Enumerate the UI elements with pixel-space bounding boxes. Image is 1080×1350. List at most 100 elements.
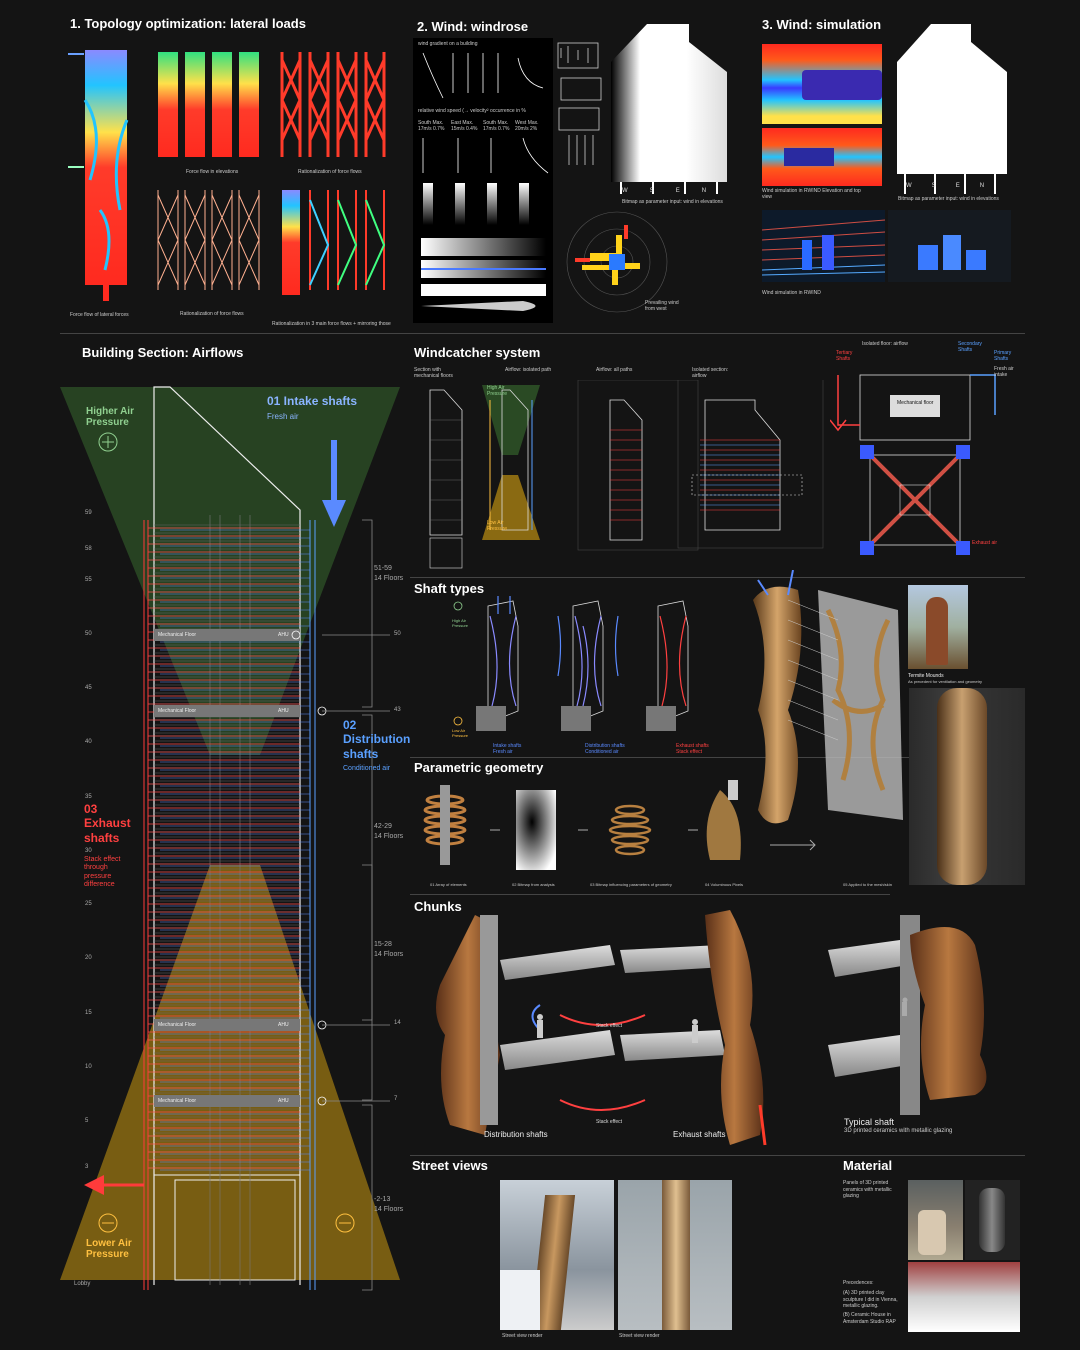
bitmap-tower — [611, 24, 727, 194]
chunks-typical-title: Typical shaft — [844, 1117, 895, 1127]
wc-primary: Primary Shafts — [994, 350, 1012, 362]
wc-tertiary: Tertiary Shafts — [836, 350, 853, 362]
street-render-2 — [618, 1180, 732, 1330]
ahu-label: AHU — [278, 708, 289, 714]
shaft-types-diagram — [453, 596, 689, 731]
mech-floor-label: Mechanical Floor — [158, 1098, 197, 1104]
divider — [410, 577, 1025, 578]
st-exh-sub: Stack effect — [676, 749, 703, 755]
floor-number: 50 — [85, 631, 92, 637]
topology-caption-2: Force flow in elevations — [186, 169, 239, 175]
low-pressure-zone — [60, 865, 400, 1280]
floor-number: 30 — [85, 848, 92, 854]
windrose-stat-south2: South Max. 17m/s 0.7% — [483, 120, 510, 132]
mech-floor-label: Mechanical Floor — [158, 1022, 197, 1028]
heading-street: Street views — [412, 1158, 488, 1173]
red-towers-row1 — [280, 52, 386, 157]
wc-high-label: High Air Pressure — [487, 385, 508, 397]
heading-simulation: 3. Wind: simulation — [762, 17, 882, 32]
plus-icon — [453, 601, 463, 611]
st-low: Low Air Pressure — [452, 728, 469, 738]
floor-number: 59 — [85, 510, 92, 516]
topology-caption-3: Rationalization of force flows — [298, 169, 362, 175]
windcatcher-caption-5: Isolated floor: airflow — [862, 341, 908, 347]
arrow-icon — [830, 419, 847, 432]
heading-topology: 1. Topology optimization: lateral loads — [70, 16, 306, 31]
simulation-caption-2: Bitmap as parameter input: wind in eleva… — [898, 196, 999, 202]
street-caption-2: Street view render — [619, 1333, 660, 1339]
heading-chunks: Chunks — [414, 899, 462, 914]
termite-label: Termite Mounds — [908, 673, 944, 679]
ahu-label: AHU — [278, 632, 289, 638]
exhaust-sub: Stack effect through pressure difference — [84, 856, 121, 889]
st-exh: Exhaust shafts — [676, 743, 709, 749]
topology-caption-4: Rationalization of force flows — [180, 311, 244, 317]
isolated-floor-plan — [830, 374, 996, 555]
divider — [410, 1155, 1025, 1156]
param-step-5: 05 Applied to the mesh/skin — [843, 882, 892, 887]
windrose-stat-west: West Max. 20m/s 2% — [515, 120, 539, 132]
heading-material: Material — [843, 1158, 893, 1173]
main-flows-row2 — [309, 190, 386, 290]
thin-towers-row2 — [157, 190, 260, 290]
windrose-charts: wind gradient on a building relative win… — [413, 38, 553, 323]
chunks-render — [436, 910, 987, 1146]
windrose-text-1: wind gradient on a building — [418, 41, 478, 47]
topology-caption-1: Force flow of lateral forces — [70, 312, 129, 318]
windrose-chart — [566, 211, 668, 313]
mechanical-floors — [154, 629, 300, 1107]
heading-windrose: 2. Wind: windrose — [417, 19, 529, 34]
st-high: High Air Pressure — [452, 618, 469, 628]
st-dist-sub: Conditioned air — [585, 749, 619, 755]
distribution-sub: Conditioned air — [343, 765, 391, 772]
shaft-render — [753, 570, 903, 824]
windrose-elev-labels: WSEN — [622, 188, 729, 194]
heading-shaft-types: Shaft types — [414, 581, 485, 596]
divider — [410, 894, 890, 895]
chunks-stack-1: Stack effect — [596, 1023, 623, 1029]
chunks-exh-label: Exhaust shafts — [673, 1130, 726, 1139]
windrose-bitmap-caption: Bitmap as parameter input: wind in eleva… — [622, 199, 723, 205]
simulation-elev-labels: WSEN — [906, 183, 1005, 189]
simulation-top — [762, 128, 882, 186]
material-a: (A) 3D printed clay sculpture I did in V… — [843, 1290, 898, 1309]
windrose-stat-east: East Max. 15m/s 0.4% — [451, 120, 478, 132]
param-step-4: 04 Voluminous Pixels — [705, 882, 744, 887]
ahu-label: AHU — [278, 1022, 289, 1028]
st-intake-sub: Fresh air — [493, 749, 513, 755]
chunks-typical-sub: 3D printed ceramics with metallic glazin… — [844, 1128, 953, 1134]
exhaust-title: 03 Exhaust shafts — [84, 802, 131, 845]
heading-airflows: Building Section: Airflows — [82, 345, 244, 360]
floor-number: 35 — [85, 794, 92, 800]
material-b: (B) Ceramic House in Amsterdam Studio RA… — [843, 1312, 896, 1325]
windrose-text-2: relative wind speed (→ velocity² occurre… — [418, 108, 526, 114]
floor-number-right: 50 — [394, 631, 401, 637]
divider — [410, 757, 1025, 758]
plus-icon — [98, 432, 118, 452]
chunks-stack-2: Stack effect — [596, 1119, 623, 1125]
param-step-3: 03 Bitmap influencing parameters of geom… — [590, 882, 672, 887]
floor-number-right: 7 — [394, 1096, 398, 1102]
floor-number: 15 — [85, 1010, 92, 1016]
floor-number: 3 — [85, 1164, 89, 1170]
mech-floor-label: Mechanical Floor — [158, 632, 197, 638]
floor-number: 55 — [85, 577, 92, 583]
floor-number: 58 — [85, 546, 92, 552]
floor-number: 5 — [85, 1118, 89, 1124]
heading-parametric: Parametric geometry — [414, 760, 544, 775]
material-photo-1 — [908, 1180, 963, 1260]
windcatcher-sections — [429, 380, 824, 569]
arrow-icon — [758, 1104, 767, 1146]
lobby-label: Lobby — [74, 1281, 91, 1287]
shaft-closeup — [909, 688, 1025, 885]
range-brackets — [322, 519, 390, 1291]
minus-icon — [335, 1213, 355, 1233]
simulation-3d-left — [762, 210, 885, 282]
wc-fresh: Fresh air intake — [994, 366, 1014, 378]
high-pressure-label: Higher Air Pressure — [86, 406, 134, 428]
param-step-2: 02 Bitmap from analysis — [512, 882, 555, 887]
